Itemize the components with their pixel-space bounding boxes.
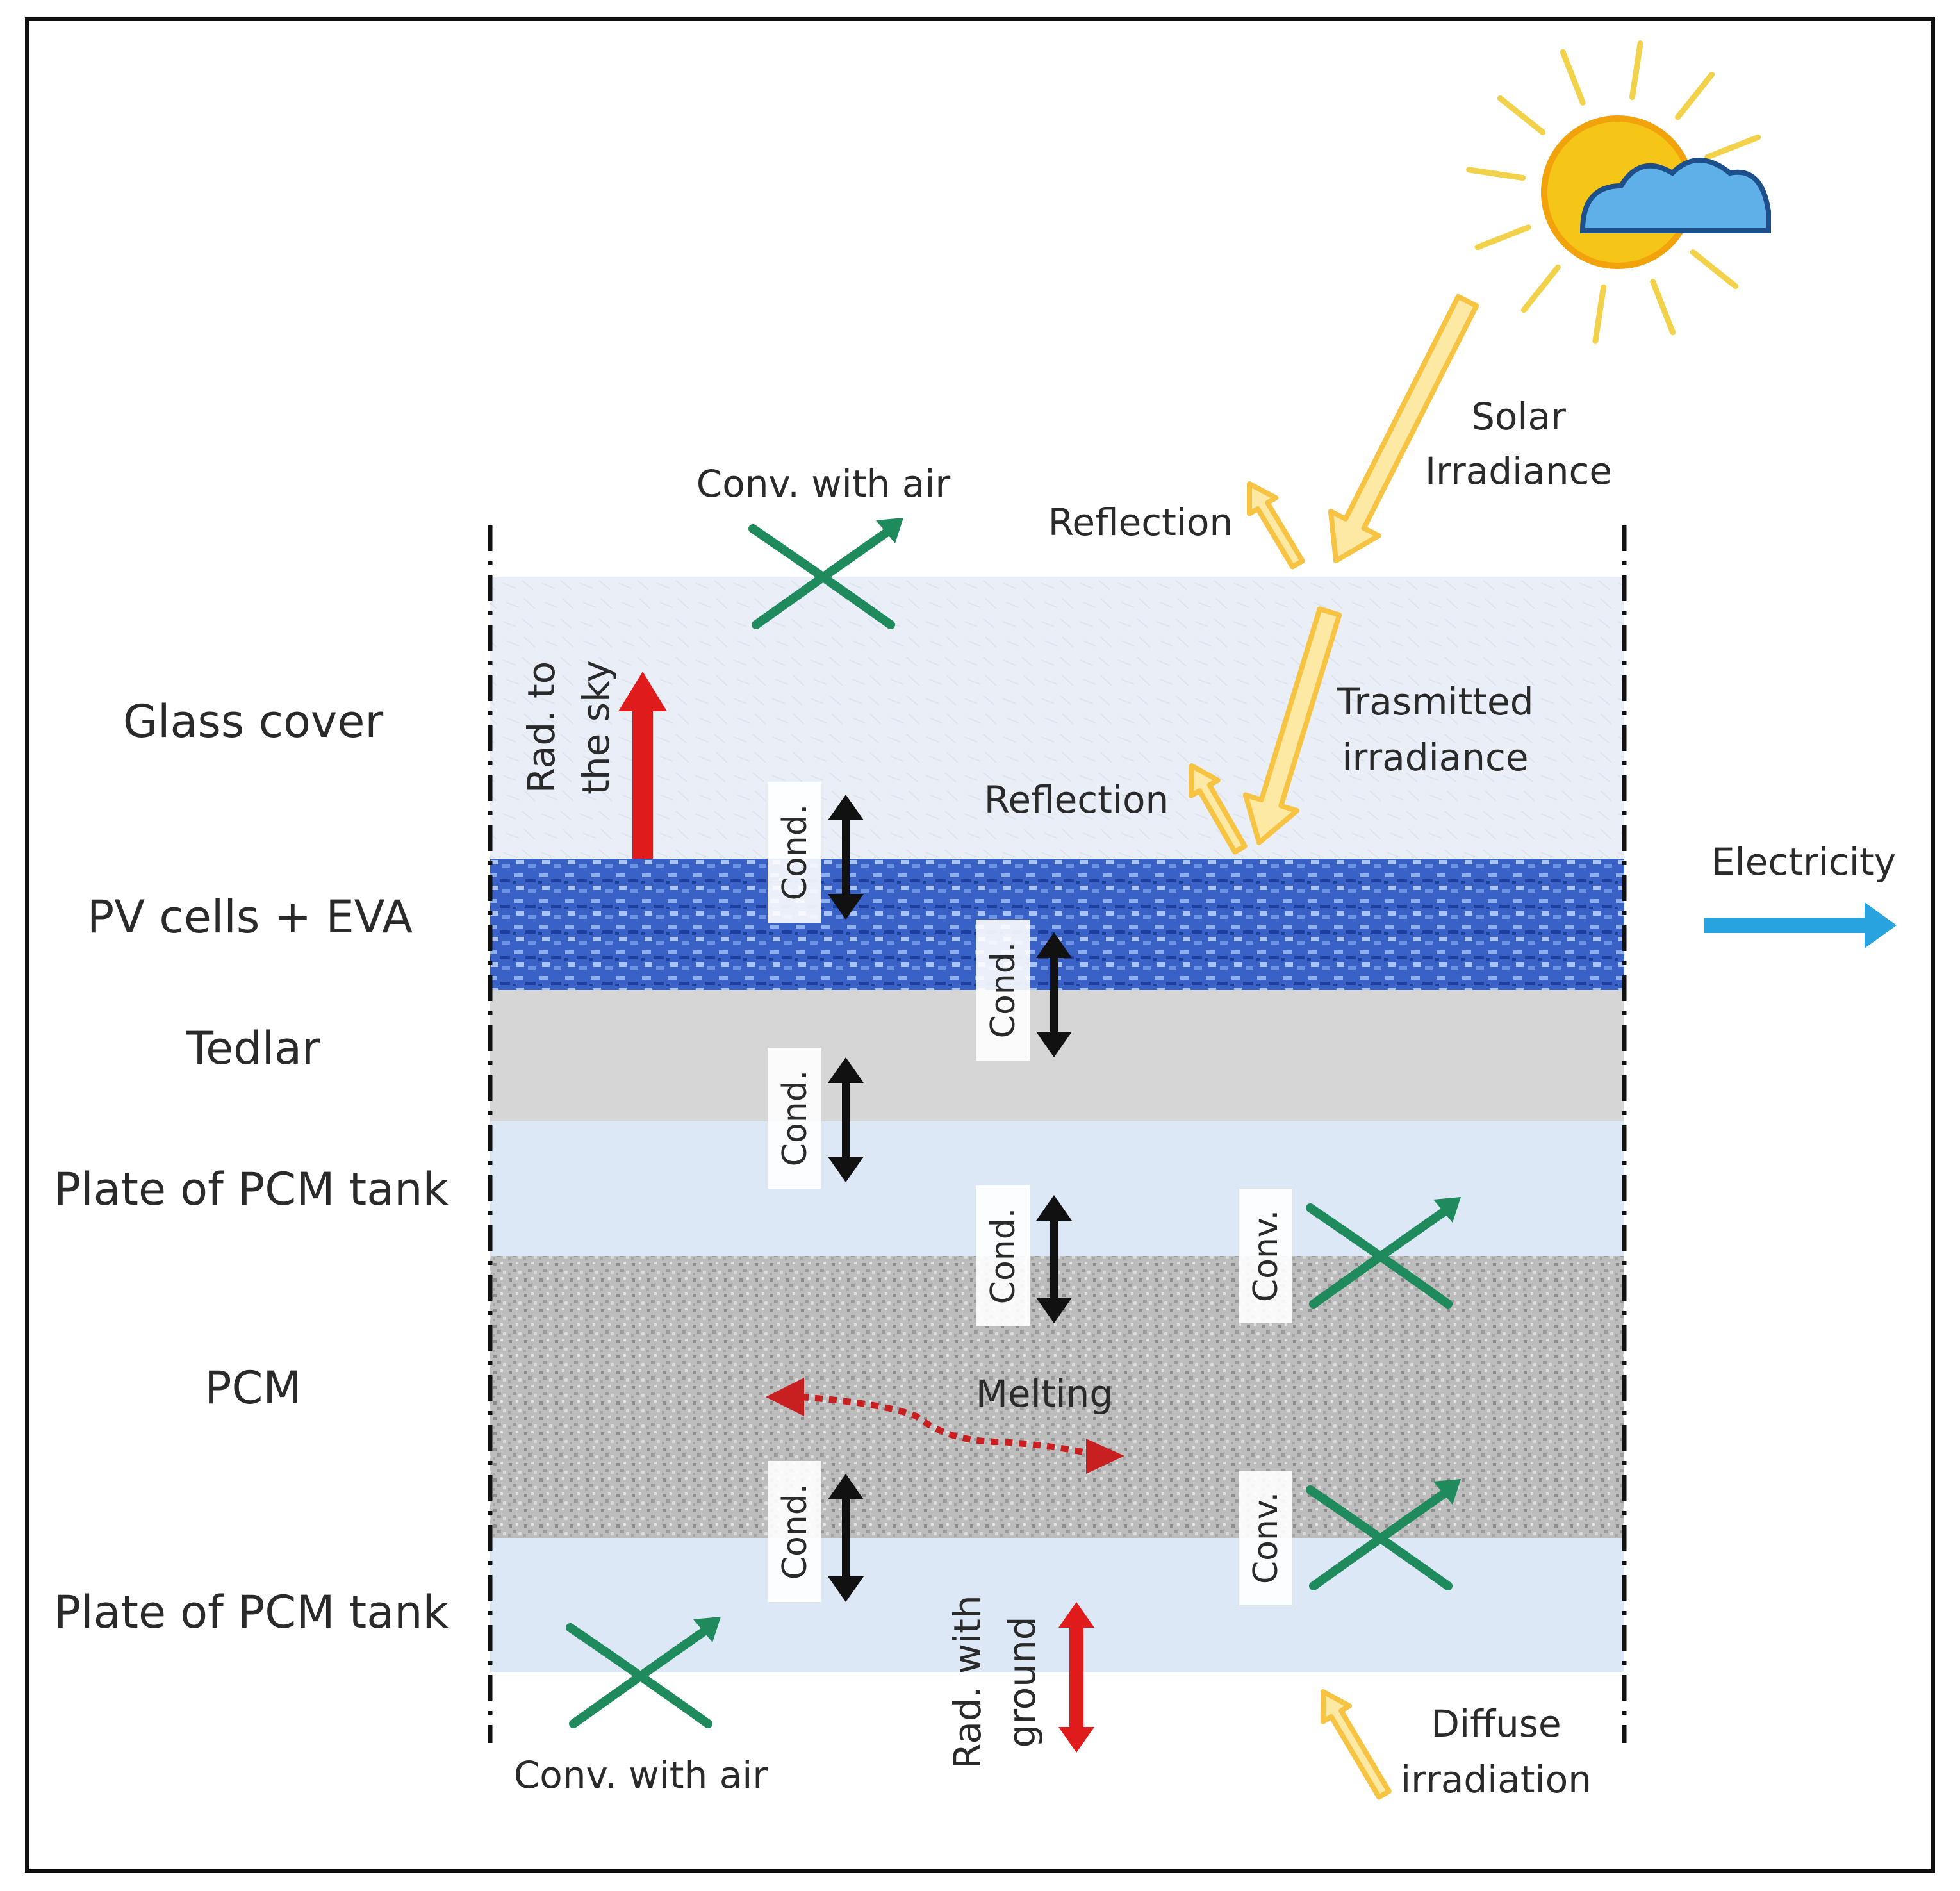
solar-label-1: Solar [1471, 395, 1566, 438]
transmitted-label-2: irradiance [1342, 736, 1528, 779]
conv-pcm-top-arrow-curve-2 [1309, 1207, 1449, 1309]
outer-frame [25, 17, 1935, 1873]
solar-label-2: Irradiance [1425, 449, 1612, 493]
rad-ground-arrow-head-up [1058, 1602, 1094, 1628]
diffuse-label-1: Diffuse [1431, 1702, 1561, 1746]
sun-ray [1592, 284, 1607, 344]
layer-name-glass: Glass cover [123, 695, 384, 748]
conv-air-bottom-arrow [566, 1617, 721, 1728]
electricity-arrow [1704, 902, 1897, 948]
plate-bottom-layer [490, 1538, 1624, 1672]
conv-pcm-top-arrow-head [1433, 1197, 1461, 1223]
sun-ray [1560, 49, 1586, 106]
cond-arrow [828, 1474, 864, 1602]
cond-label-box [768, 782, 821, 923]
cond-label-box [768, 1461, 821, 1602]
cond-label-box [768, 1048, 821, 1189]
cond-labels: Cond. Cond. Cond. Cond. Cond. Conv. Conv. [768, 782, 1292, 1605]
reflection-label-bottom: Reflection [984, 778, 1169, 822]
conv-label: Conv. [1247, 1492, 1285, 1584]
cond-arrow-head-down [828, 1157, 864, 1182]
cond-arrow-head-up [1036, 1195, 1072, 1221]
sun-ray [1704, 134, 1761, 160]
melting-label: Melting [976, 1372, 1113, 1416]
conv-air-bottom-arrow-curve-2 [569, 1626, 709, 1728]
diffuse-label-2: irradiation [1401, 1758, 1592, 1801]
conv-arrows [566, 518, 1461, 1728]
sun-ray [1466, 167, 1526, 181]
conv-label-box [1239, 1189, 1292, 1323]
cond-label-box [976, 920, 1030, 1061]
cond-arrow [828, 1057, 864, 1182]
conv-pcm-bottom-arrow-curve-2 [1309, 1489, 1449, 1590]
layer-name-pcm: PCM [204, 1362, 301, 1414]
cond-arrow [828, 795, 864, 920]
conv-label: Conv. [1247, 1210, 1285, 1302]
sun-ray [1675, 71, 1715, 120]
conv-pcm-bottom-arrow-head [1433, 1479, 1461, 1505]
layer-name-plate-bottom: Plate of PCM tank [54, 1586, 449, 1639]
solar-irradiance-arrow [1328, 293, 1479, 563]
conv-pcm-bottom-arrow [1306, 1479, 1461, 1590]
layer-name-pv: PV cells + EVA [87, 891, 413, 943]
conv-air-top-label: Conv. with air [696, 462, 951, 506]
sun-ray [1690, 249, 1739, 290]
cond-arrow-head-down [1036, 1032, 1072, 1057]
electricity-label: Electricity [1711, 840, 1896, 884]
conv-label-box [1239, 1471, 1292, 1605]
conv-air-top-arrow-curve-2 [752, 527, 892, 629]
cond-arrow-head-up [1036, 932, 1072, 958]
conv-air-bottom-arrow-head [693, 1617, 721, 1642]
solar-arrows [1189, 293, 1479, 1800]
rad-sky-arrow [618, 672, 667, 859]
reflection-label-top: Reflection [1048, 500, 1233, 544]
cond-label-box [976, 1185, 1030, 1326]
cond-arrows [828, 795, 1072, 1602]
cond-arrow-head-up [828, 1057, 864, 1083]
rad-ground-label-2: ground [1000, 1616, 1044, 1747]
rad-sky-label-2: the sky [574, 660, 618, 795]
cond-arrow-head-down [828, 1576, 864, 1602]
sun-ray [1497, 95, 1546, 135]
cond-label: Cond. [984, 942, 1023, 1039]
transmitted-irradiance-arrow [1242, 606, 1342, 845]
rad-sky-label-1: Rad. to [520, 661, 563, 793]
rad-sky-arrow-shaft [632, 708, 653, 859]
cond-arrow-head-up [828, 1474, 864, 1499]
sun-ray [1520, 264, 1561, 313]
layer-name-tedlar: Tedlar [185, 1022, 320, 1075]
reflection-arrow-top [1247, 481, 1305, 570]
cond-label: Cond. [776, 1070, 814, 1167]
cond-arrow-head-up [828, 795, 864, 820]
cond-label: Cond. [984, 1208, 1023, 1305]
melting-arrow [766, 1378, 1124, 1474]
conv-air-bottom-label: Conv. with air [514, 1753, 768, 1797]
sun-ray [1474, 224, 1531, 251]
cond-label: Cond. [776, 804, 814, 901]
rad-sky-arrow-head [618, 672, 667, 711]
conv-air-top-arrow [748, 518, 903, 629]
layer-name-plate-top: Plate of PCM tank [54, 1163, 449, 1216]
reflection-arrow-bottom [1189, 763, 1248, 855]
diffuse-irradiation-arrow [1320, 1689, 1392, 1800]
conv-pcm-top-arrow [1306, 1197, 1461, 1309]
glass-cover-layer [490, 577, 1624, 859]
rad-arrows [618, 672, 1094, 1753]
conv-air-top-arrow-head [876, 518, 903, 543]
rad-ground-arrow [1058, 1602, 1094, 1753]
transmitted-label-1: Trasmitted [1336, 680, 1533, 723]
sun-ray [1650, 279, 1676, 336]
sun-cloud-icon [1466, 40, 1771, 344]
cond-label: Cond. [776, 1483, 814, 1580]
cond-arrow-head-down [1036, 1298, 1072, 1323]
cond-arrow [1036, 932, 1072, 1057]
cond-arrow [1036, 1195, 1072, 1323]
rad-ground-arrow-head-down [1058, 1727, 1094, 1753]
sun-ray [1629, 40, 1643, 101]
rad-ground-label-1: Rad. with [946, 1595, 989, 1769]
cond-arrow-head-down [828, 894, 864, 920]
